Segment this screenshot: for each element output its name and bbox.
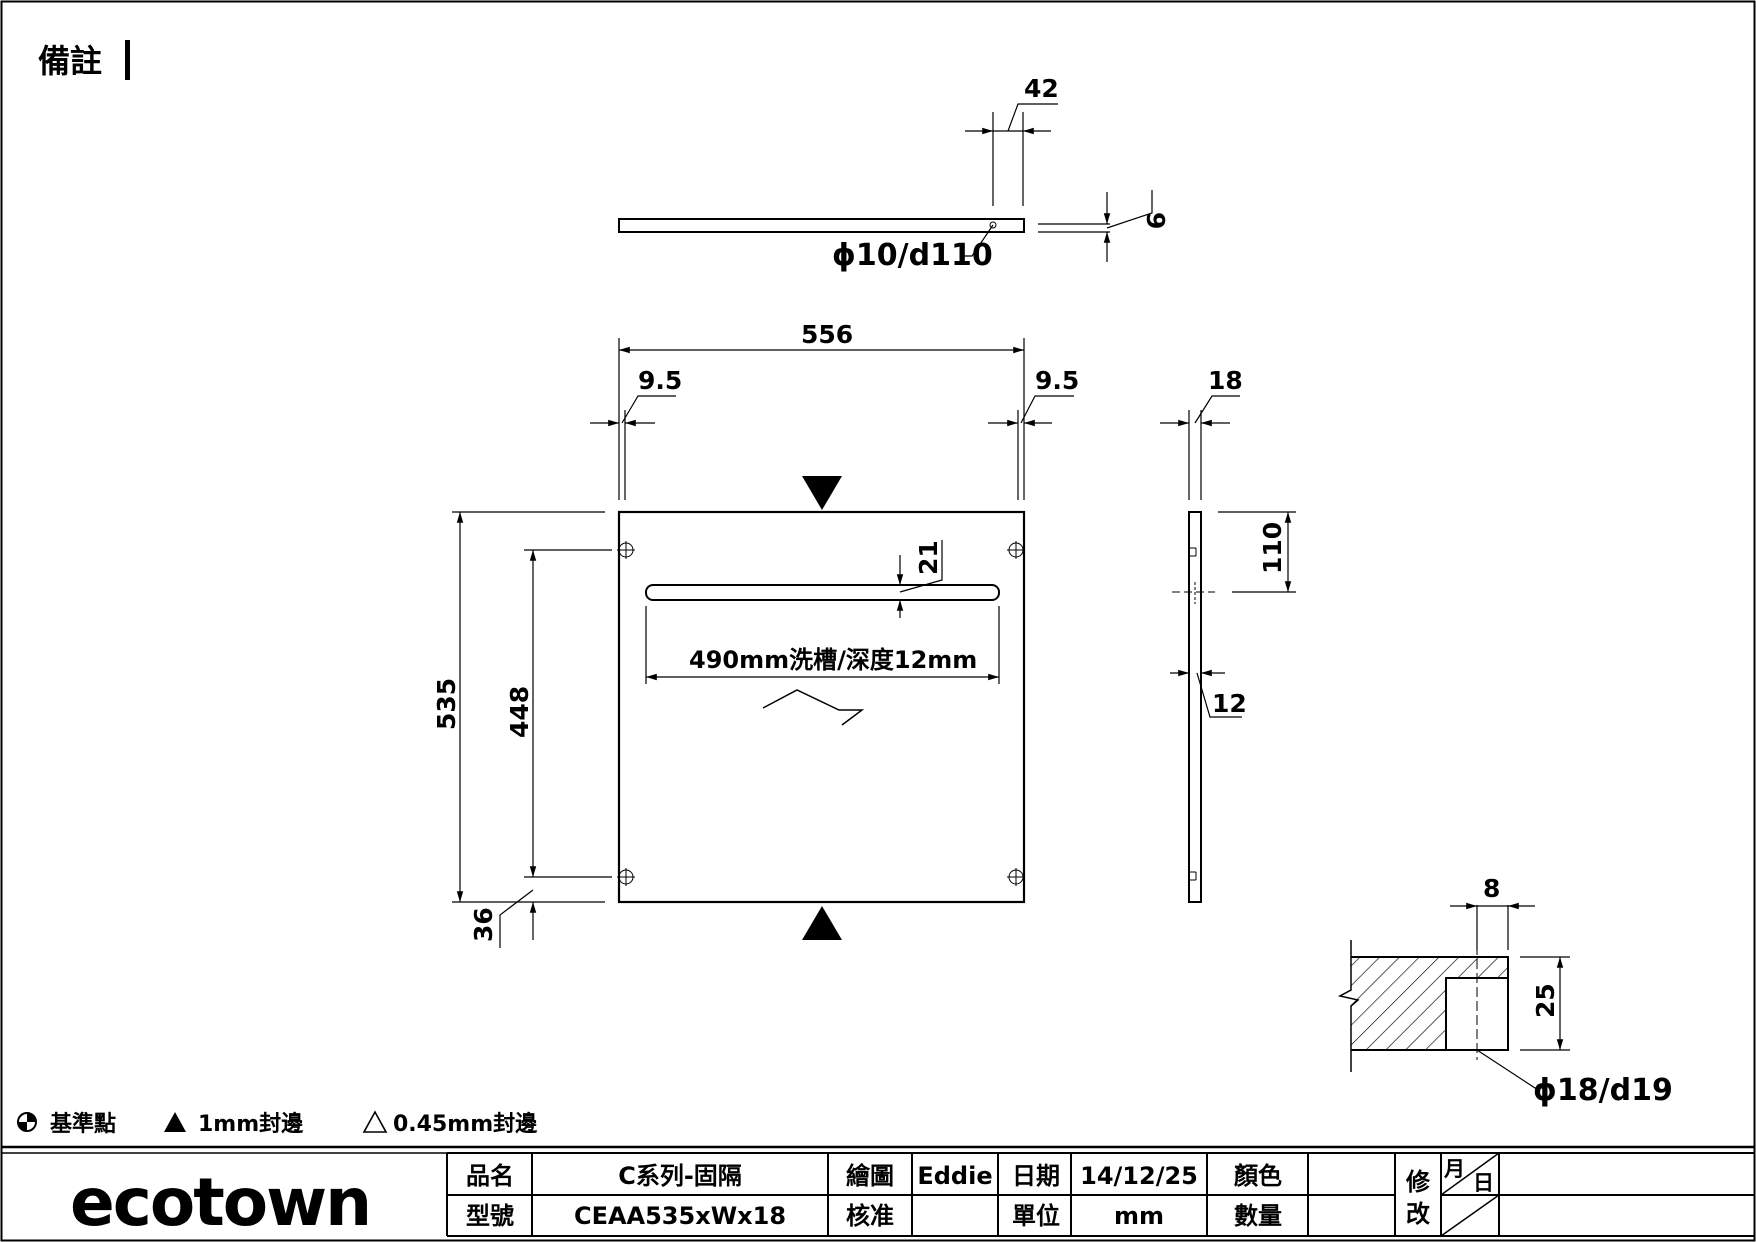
front-panel — [617, 510, 1026, 904]
edge-1mm-icon — [164, 1112, 186, 1132]
day-label: 日 — [1473, 1171, 1494, 1195]
edge-1mm-triangle-top — [802, 476, 842, 510]
quantity-label: 數量 — [1234, 1202, 1282, 1230]
product-name-label: 品名 — [466, 1162, 514, 1190]
approved-label: 核准 — [846, 1202, 894, 1230]
remark-label: 備註 — [38, 42, 102, 80]
dim-448: 448 — [505, 686, 534, 738]
dim-9-5-right: 9.5 — [1035, 366, 1079, 395]
company-logo: ecotown — [70, 1164, 370, 1241]
detail-view — [1337, 902, 1570, 1089]
remark-header: 備註 — [38, 40, 130, 80]
model-label: 型號 — [466, 1202, 514, 1230]
month-label: 月 — [1443, 1157, 1465, 1181]
datum-label: 基準點 — [50, 1111, 116, 1137]
model-value: CEAA535xWx18 — [574, 1202, 786, 1230]
product-name-value: C系列-固隔 — [618, 1162, 742, 1190]
top-view — [618, 103, 1153, 262]
groove-slot — [645, 584, 1000, 601]
dim-9-5-left: 9.5 — [638, 366, 682, 395]
revision-label-1: 修 — [1405, 1168, 1431, 1196]
side-view — [1160, 395, 1296, 903]
date-value: 14/12/25 — [1080, 1162, 1198, 1190]
grain-direction-symbol — [762, 689, 865, 726]
edge-045-icon — [362, 1110, 388, 1133]
detail-dim-8: 8 — [1483, 874, 1500, 903]
side-panel — [1188, 511, 1202, 903]
unit-value: mm — [1114, 1202, 1164, 1230]
edge-045-label: 0.45mm封邊 — [393, 1111, 537, 1137]
side-dim-12: 12 — [1212, 689, 1247, 718]
top-view-panel — [618, 218, 1025, 233]
dim-36: 36 — [469, 907, 498, 942]
edge-1mm-label: 1mm封邊 — [198, 1111, 303, 1137]
date-label: 日期 — [1012, 1162, 1060, 1190]
dim-535: 535 — [432, 678, 461, 730]
revision-label-2: 改 — [1406, 1200, 1430, 1228]
hole-callout: ϕ10/d110 — [832, 238, 993, 273]
bore-callout: ϕ18/d19 — [1533, 1073, 1673, 1108]
groove-note: 490mm洗槽/深度12mm — [689, 646, 977, 674]
remark-bar — [125, 40, 130, 80]
hole-marks — [617, 541, 1025, 886]
detail-dim-25: 25 — [1531, 983, 1560, 1018]
dim-21: 21 — [914, 540, 943, 575]
side-dim-110: 110 — [1258, 522, 1287, 574]
break-line — [1337, 940, 1360, 1072]
color-label: 顏色 — [1234, 1162, 1282, 1190]
edge-1mm-triangle-bottom — [802, 906, 842, 940]
side-dim-18: 18 — [1208, 366, 1243, 395]
unit-label: 單位 — [1012, 1202, 1060, 1230]
top-dim-42: 42 — [1024, 74, 1059, 103]
front-view — [452, 338, 1074, 948]
drawn-value: Eddie — [917, 1162, 992, 1190]
title-block — [2, 1145, 1754, 1237]
drawn-label: 繪圖 — [846, 1162, 894, 1190]
legend: 基準點 1mm封邊 0.45mm封邊 — [17, 1110, 537, 1137]
dim-556: 556 — [801, 320, 853, 349]
top-dim-9: 9 — [1141, 212, 1170, 229]
